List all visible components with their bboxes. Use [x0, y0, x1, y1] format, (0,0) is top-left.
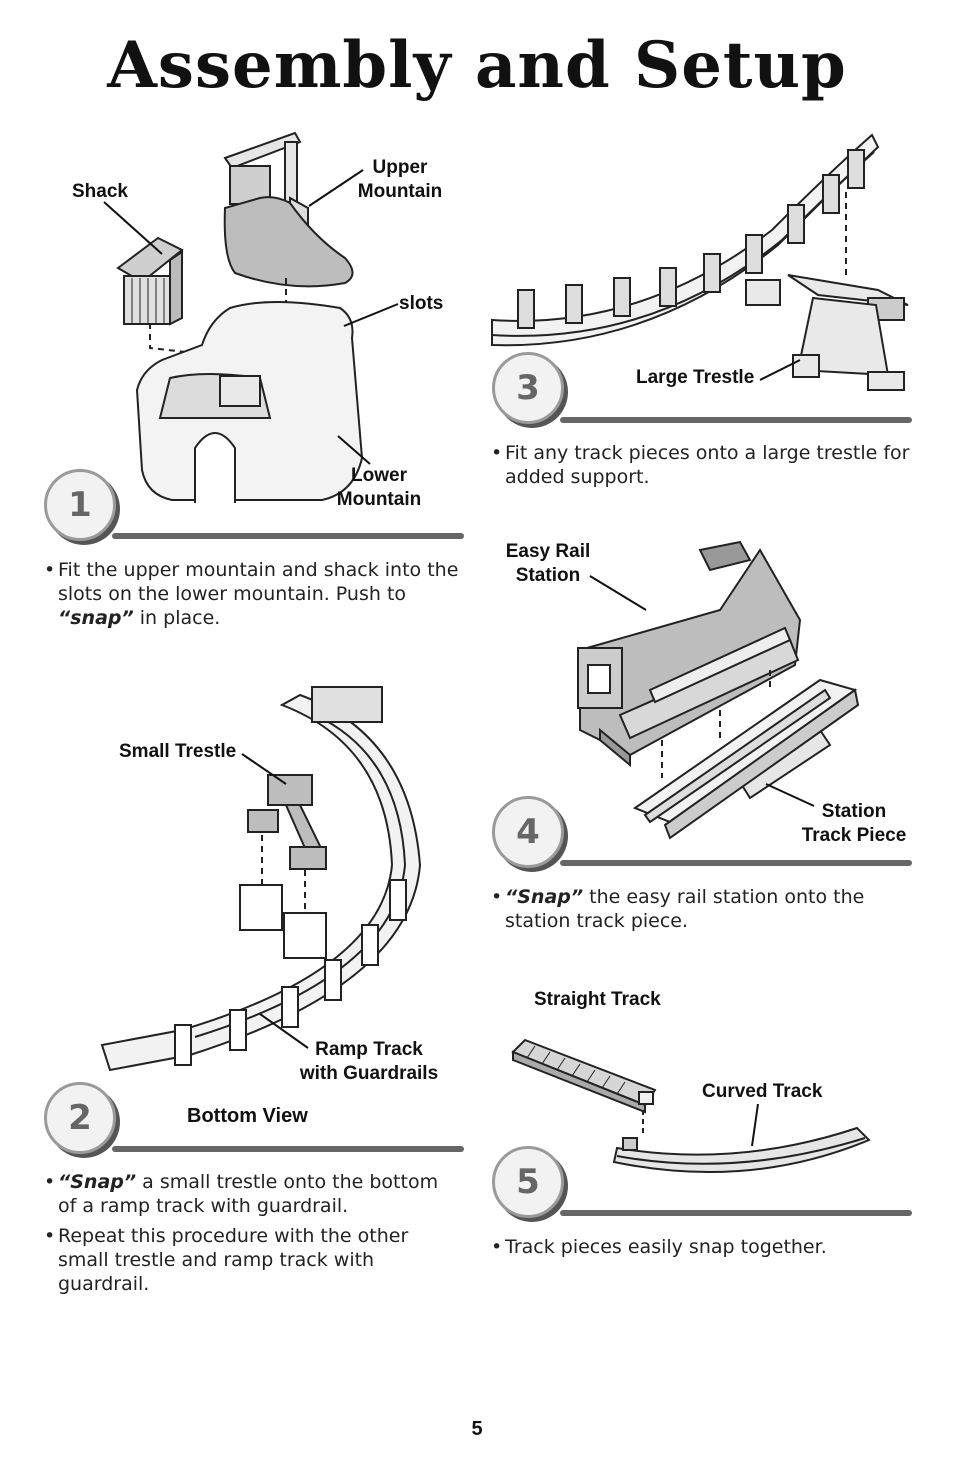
small-trestle-leader-line [241, 753, 287, 785]
step-3-instructions: Fit any track pieces onto a large trestl… [491, 441, 911, 495]
station-track-leader-line [765, 783, 815, 807]
step-1-instructions: Fit the upper mountain and shack into th… [44, 558, 464, 636]
easy-rail-station-label-line1: Easy Rail [505, 541, 591, 562]
ramp-track-label: Ramp Track with Guardrails [294, 1038, 444, 1086]
step-5-divider [560, 1210, 912, 1216]
station-track-piece-label-line2: Track Piece [801, 825, 907, 846]
shack-label: Shack [72, 181, 128, 202]
upper-mountain-label: Upper Mountain [352, 156, 448, 204]
easy-rail-station-label-line2: Station [515, 565, 581, 586]
step-3-bullet: Fit any track pieces onto a large trestl… [491, 441, 911, 489]
lower-mountain-label-line1: Lower [351, 465, 407, 486]
step-2-badge: 2 [44, 1082, 116, 1154]
step-2-bullet-2: Repeat this procedure with the other sma… [44, 1224, 454, 1296]
curved-track-leader-line [751, 1103, 759, 1147]
large-trestle-leader-line [759, 359, 801, 381]
slots-label: slots [399, 293, 444, 314]
track-pieces-illustration [511, 1038, 871, 1174]
slots-leader-line [343, 303, 399, 327]
bullet-bold: “snap” [58, 607, 134, 629]
small-trestle-label: Small Trestle [119, 741, 237, 762]
step-1-divider [112, 533, 464, 539]
step-4-instructions: “Snap” the easy rail station onto the st… [491, 885, 911, 939]
rail-station-illustration [577, 540, 860, 840]
curved-track-label: Curved Track [702, 1081, 823, 1102]
easy-rail-station-label: Easy Rail Station [500, 540, 596, 588]
bottom-view-label: Bottom View [187, 1105, 308, 1127]
step-2-instructions: “Snap” a small trestle onto the bottom o… [44, 1170, 454, 1302]
page-number: 5 [471, 1418, 483, 1440]
shack-leader-line [103, 201, 163, 255]
step-4-divider [560, 860, 912, 866]
ramp-track-illustration [100, 686, 422, 1072]
step-2-bullet-1: “Snap” a small trestle onto the bottom o… [44, 1170, 454, 1218]
lower-mountain-leader-line [337, 435, 371, 465]
step-1-bullet: Fit the upper mountain and shack into th… [44, 558, 464, 630]
bullet-text: Fit the upper mountain and shack into th… [58, 559, 459, 605]
bullet-text: Fit any track pieces onto a large trestl… [505, 442, 910, 488]
ramp-track-leader-line [259, 1013, 309, 1049]
bullet-bold: “Snap” [505, 886, 584, 908]
step-4-badge: 4 [492, 796, 564, 868]
upper-mountain-label-line2: Mountain [357, 181, 443, 202]
large-trestle-illustration [491, 133, 909, 391]
step-2-divider [112, 1146, 464, 1152]
bullet-text-end: a small trestle onto the bottom of a ram… [58, 1171, 439, 1217]
upper-mountain-label-line1: Upper [372, 157, 428, 178]
ramp-track-label-line2: with Guardrails [299, 1063, 439, 1084]
lower-mountain-label: Lower Mountain [330, 464, 428, 512]
mountain-illustration [116, 131, 364, 503]
straight-track-label: Straight Track [534, 989, 661, 1010]
page-title: Assembly and Setup [107, 28, 847, 103]
step-5-instructions: Track pieces easily snap together. [491, 1235, 911, 1265]
bullet-text: Repeat this procedure with the other sma… [58, 1225, 409, 1295]
large-trestle-label: Large Trestle [636, 367, 755, 388]
bullet-bold: “Snap” [58, 1171, 137, 1193]
ramp-track-label-line1: Ramp Track [315, 1039, 423, 1060]
step-3-badge: 3 [492, 352, 564, 424]
bullet-text: Track pieces easily snap together. [505, 1236, 827, 1258]
station-track-piece-label-line1: Station [821, 801, 887, 822]
bullet-text-end: the easy rail station onto the station t… [505, 886, 865, 932]
step-5-badge: 5 [492, 1146, 564, 1218]
step-1-badge: 1 [44, 469, 116, 541]
upper-mountain-leader-line [308, 169, 364, 207]
easy-rail-station-leader-line [589, 575, 647, 611]
station-track-piece-label: Station Track Piece [798, 800, 910, 848]
lower-mountain-label-line2: Mountain [336, 489, 422, 510]
step-3-divider [560, 417, 912, 423]
step-4-bullet: “Snap” the easy rail station onto the st… [491, 885, 911, 933]
step-5-bullet: Track pieces easily snap together. [491, 1235, 911, 1259]
bullet-text-end: in place. [133, 607, 221, 629]
